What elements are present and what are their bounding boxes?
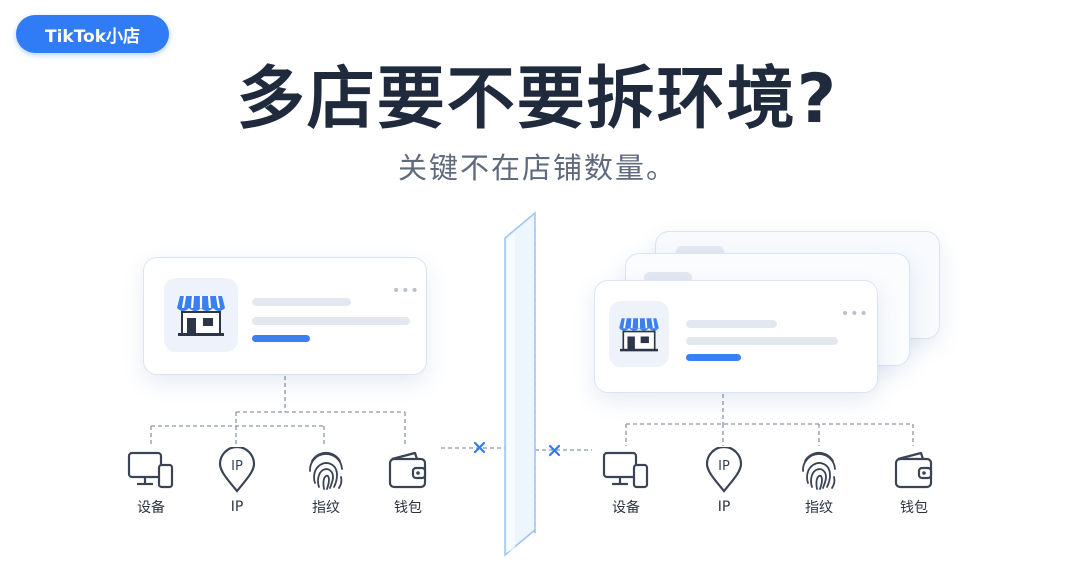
placeholder-bar-accent xyxy=(686,354,741,361)
more-dots-icon: ••• xyxy=(841,306,869,322)
store-tile xyxy=(164,278,238,352)
right-device-item: 设备 xyxy=(591,449,661,517)
fingerprint-icon xyxy=(802,451,836,490)
ip-glyph: IP xyxy=(231,459,243,474)
store-icon xyxy=(177,295,225,336)
tiktok-shop-badge: TikTok小店 xyxy=(16,15,169,53)
placeholder-bar-accent xyxy=(252,335,310,342)
right-fingerprint-item: 指纹 xyxy=(784,447,854,517)
page-subtitle: 关键不在店铺数量。 xyxy=(397,151,677,185)
label-fingerprint: 指纹 xyxy=(805,500,833,516)
ip-glyph: IP xyxy=(718,459,730,474)
placeholder-bar xyxy=(686,320,777,328)
store-tile xyxy=(609,301,669,367)
label-wallet: 钱包 xyxy=(394,500,422,516)
label-ip: IP xyxy=(230,499,244,515)
left-wallet-item: 钱包 xyxy=(373,449,443,517)
right-ip-item: IP IP xyxy=(689,447,759,515)
wallet-icon xyxy=(894,451,933,489)
label-wallet: 钱包 xyxy=(900,500,928,516)
more-dots-icon: ••• xyxy=(392,283,420,299)
monitor-phone-icon xyxy=(127,451,174,489)
placeholder-bar xyxy=(252,298,351,306)
location-ip-icon: IP xyxy=(218,447,256,493)
right-wallet-item: 钱包 xyxy=(879,449,949,517)
store-icon xyxy=(619,318,659,352)
wallet-icon xyxy=(388,451,427,489)
location-ip-icon: IP xyxy=(705,447,743,493)
label-device: 设备 xyxy=(137,500,165,516)
monitor-phone-icon xyxy=(602,451,649,489)
placeholder-bar xyxy=(686,337,838,345)
cross-icon xyxy=(473,441,561,457)
left-fingerprint-item: 指纹 xyxy=(291,447,361,517)
multi-store-card: ••• xyxy=(594,280,878,393)
label-device: 设备 xyxy=(612,500,640,516)
page-title: 多店要不要拆环境? xyxy=(236,60,839,139)
left-ip-item: IP IP xyxy=(202,447,272,515)
left-device-item: 设备 xyxy=(116,449,186,517)
label-ip: IP xyxy=(717,499,731,515)
label-fingerprint: 指纹 xyxy=(312,500,340,516)
placeholder-bar xyxy=(252,317,410,325)
single-store-card: ••• xyxy=(143,257,427,375)
fingerprint-icon xyxy=(309,451,343,490)
